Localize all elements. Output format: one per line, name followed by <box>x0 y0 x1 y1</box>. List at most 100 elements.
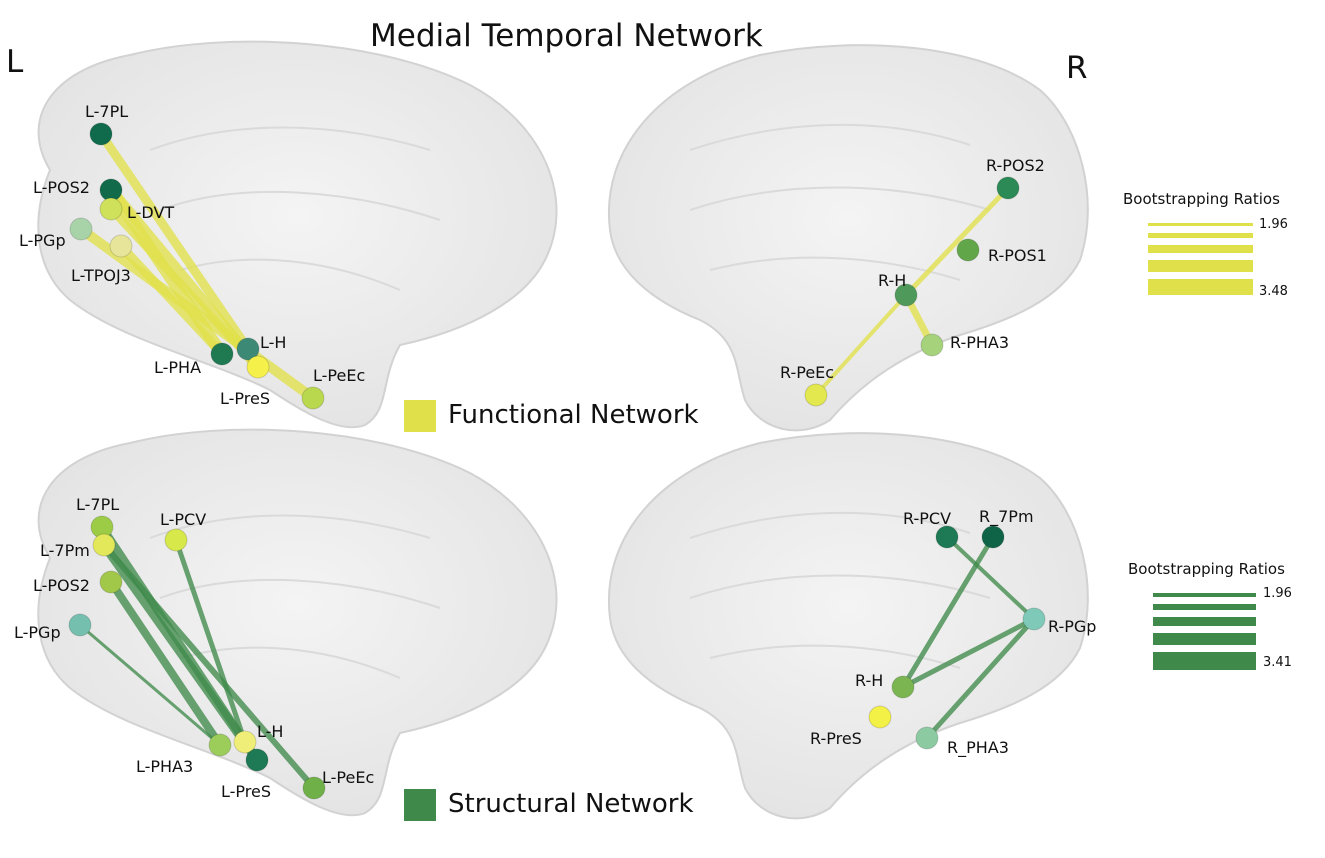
functional-left-edge-L-7PL-L-H <box>96 129 253 354</box>
structural-right-label-R-PGp: R-PGp <box>1048 617 1096 636</box>
structural-left-label-L-7Pm: L-7Pm <box>40 541 90 560</box>
brain-gyrus-structural-right-2 <box>709 644 961 669</box>
structural-right-edge-R-PCV-R-PGp <box>945 535 1036 621</box>
functional-legend-min: 1.96 <box>1259 217 1288 232</box>
structural-right-node-R-PGp <box>1022 607 1046 631</box>
structural-left-node-L-PreS <box>245 748 269 772</box>
functional-left-label-L-PeEc: L-PeEc <box>313 366 365 385</box>
structural-legend-min: 1.96 <box>1263 586 1292 601</box>
structural-right-edge-R-PGp-R-H <box>900 616 1037 690</box>
structural-right-node-R-PCV <box>935 525 959 549</box>
functional-left-node-L-7PL <box>89 122 113 146</box>
structural-left-node-L-PGp <box>68 613 92 637</box>
structural-right-label-R_7Pm: R_7Pm <box>979 507 1034 527</box>
functional-left-label-L-PHA: L-PHA <box>154 358 201 377</box>
structural-left-label-L-H: L-H <box>257 722 283 741</box>
structural-left-node-L-PeEc <box>302 776 326 800</box>
structural-left-label-L-PHA3: L-PHA3 <box>136 757 193 776</box>
functional-legend-bar-4 <box>1148 279 1253 295</box>
functional-legend-max: 3.48 <box>1259 284 1288 299</box>
brain-gyrus-structural-left-0 <box>149 514 431 539</box>
structural-right-edge-R-PGp-R_PHA3 <box>924 616 1037 741</box>
structural-left-node-L-POS2 <box>99 570 123 594</box>
functional-right-label-R-H: R-H <box>878 271 906 290</box>
structural-left-edge-L-POS2-L-PHA3 <box>107 578 224 749</box>
structural-legend-bar-2 <box>1153 617 1256 626</box>
functional-legend-bar-2 <box>1148 245 1253 253</box>
structural-right-label-R-H: R-H <box>855 671 883 690</box>
functional-left-label-L-DVT: L-DVT <box>127 203 174 222</box>
brain-gyrus-structural-right-1 <box>689 574 991 599</box>
functional-right-label-R-PHA3: R-PHA3 <box>950 333 1009 352</box>
functional-right-node-R-PHA3 <box>920 333 944 357</box>
structural-legend-max: 3.41 <box>1263 655 1292 670</box>
functional-left-node-L-PHA <box>210 342 234 366</box>
functional-left-node-L-DVT <box>99 197 123 221</box>
structural-legend-bar-3 <box>1153 633 1256 645</box>
structural-legend-bar-0 <box>1153 593 1256 597</box>
structural-left-label-L-POS2: L-POS2 <box>33 576 90 595</box>
functional-left-node-L-PreS <box>246 355 270 379</box>
functional-right-node-R-POS1 <box>956 238 980 262</box>
brain-gyrus-functional-left-1 <box>159 190 441 221</box>
structural-right-label-R-PreS: R-PreS <box>810 729 862 748</box>
functional-right-node-R-H <box>894 283 918 307</box>
structural-left-node-L-H <box>233 730 257 754</box>
structural-left-label-L-PeEc: L-PeEc <box>322 768 374 787</box>
structural-right-label-R_PHA3: R_PHA3 <box>947 738 1009 758</box>
structural-left-edge-L-7Pm-L-PeEc <box>101 542 317 791</box>
structural-left-label-L-PGp: L-PGp <box>14 623 61 642</box>
functional-legend-bar-0 <box>1148 223 1253 226</box>
structural-left-label-L-PreS: L-PreS <box>221 782 271 801</box>
structural-right-node-R_PHA3 <box>915 726 939 750</box>
structural-right-node-R_7Pm <box>981 525 1005 549</box>
functional-legend-bar-1 <box>1148 233 1253 238</box>
structural-left-node-L-PHA3 <box>208 733 232 757</box>
structural-left-node-L-PCV <box>164 528 188 552</box>
structural-right-edge-R_7Pm-R-H <box>900 534 996 690</box>
structural-legend-bar-4 <box>1153 652 1256 670</box>
brain-functional-right <box>607 44 1089 432</box>
structural-right-node-R-PreS <box>868 705 892 729</box>
structural-legend-title: Bootstrapping Ratios <box>1128 560 1285 578</box>
functional-network-label: Functional Network <box>448 400 699 430</box>
functional-right-node-R-PeEc <box>804 383 828 407</box>
functional-left-edge-L-POS2-L-PHA <box>105 184 228 360</box>
functional-right-node-R-POS2 <box>996 176 1020 200</box>
structural-left-label-L-PCV: L-PCV <box>160 510 206 529</box>
brain-gyrus-functional-left-0 <box>149 126 431 151</box>
functional-left-node-L-PGp <box>69 217 93 241</box>
structural-left-edge-L-PGp-L-PHA3 <box>78 623 222 747</box>
functional-legend-title: Bootstrapping Ratios <box>1123 190 1280 208</box>
right-hemisphere-label: R <box>1066 50 1088 86</box>
functional-right-label-R-PeEc: R-PeEc <box>780 363 834 382</box>
structural-left-edge-L-7Pm-L-PreS <box>99 540 262 765</box>
structural-left-label-L-7PL: L-7PL <box>76 495 119 514</box>
structural-network-label: Structural Network <box>448 789 694 819</box>
brain-structural-right <box>607 432 1089 820</box>
functional-right-label-R-POS2: R-POS2 <box>986 156 1045 175</box>
functional-right-edge-R-H-R-PeEc <box>814 293 908 397</box>
structural-network-swatch <box>404 789 436 821</box>
structural-right-node-R-H <box>891 675 915 699</box>
functional-left-node-L-H <box>236 337 260 361</box>
structural-right-label-R-PCV: R-PCV <box>903 509 951 528</box>
structural-legend-bar-1 <box>1153 604 1256 610</box>
figure-title: Medial Temporal Network <box>370 18 763 54</box>
brain-functional-left <box>37 40 558 429</box>
structural-left-edge-L-PCV-L-H <box>173 537 248 745</box>
brain-gyrus-functional-left-2 <box>179 258 401 291</box>
functional-left-label-L-7PL: L-7PL <box>85 102 128 121</box>
functional-left-label-L-H: L-H <box>260 333 286 352</box>
functional-right-edge-R-POS2-R-H <box>903 185 1011 298</box>
brain-gyrus-functional-right-1 <box>689 186 991 211</box>
functional-left-label-L-TPOJ3: L-TPOJ3 <box>71 266 131 285</box>
functional-right-label-R-POS1: R-POS1 <box>988 246 1047 265</box>
functional-left-node-L-PeEc <box>301 386 325 410</box>
brain-gyrus-structural-left-2 <box>179 646 401 679</box>
functional-left-label-L-POS2: L-POS2 <box>33 178 90 197</box>
functional-left-node-L-TPOJ3 <box>109 234 133 258</box>
functional-legend-bar-3 <box>1148 260 1253 272</box>
brain-gyrus-functional-right-0 <box>689 123 971 151</box>
